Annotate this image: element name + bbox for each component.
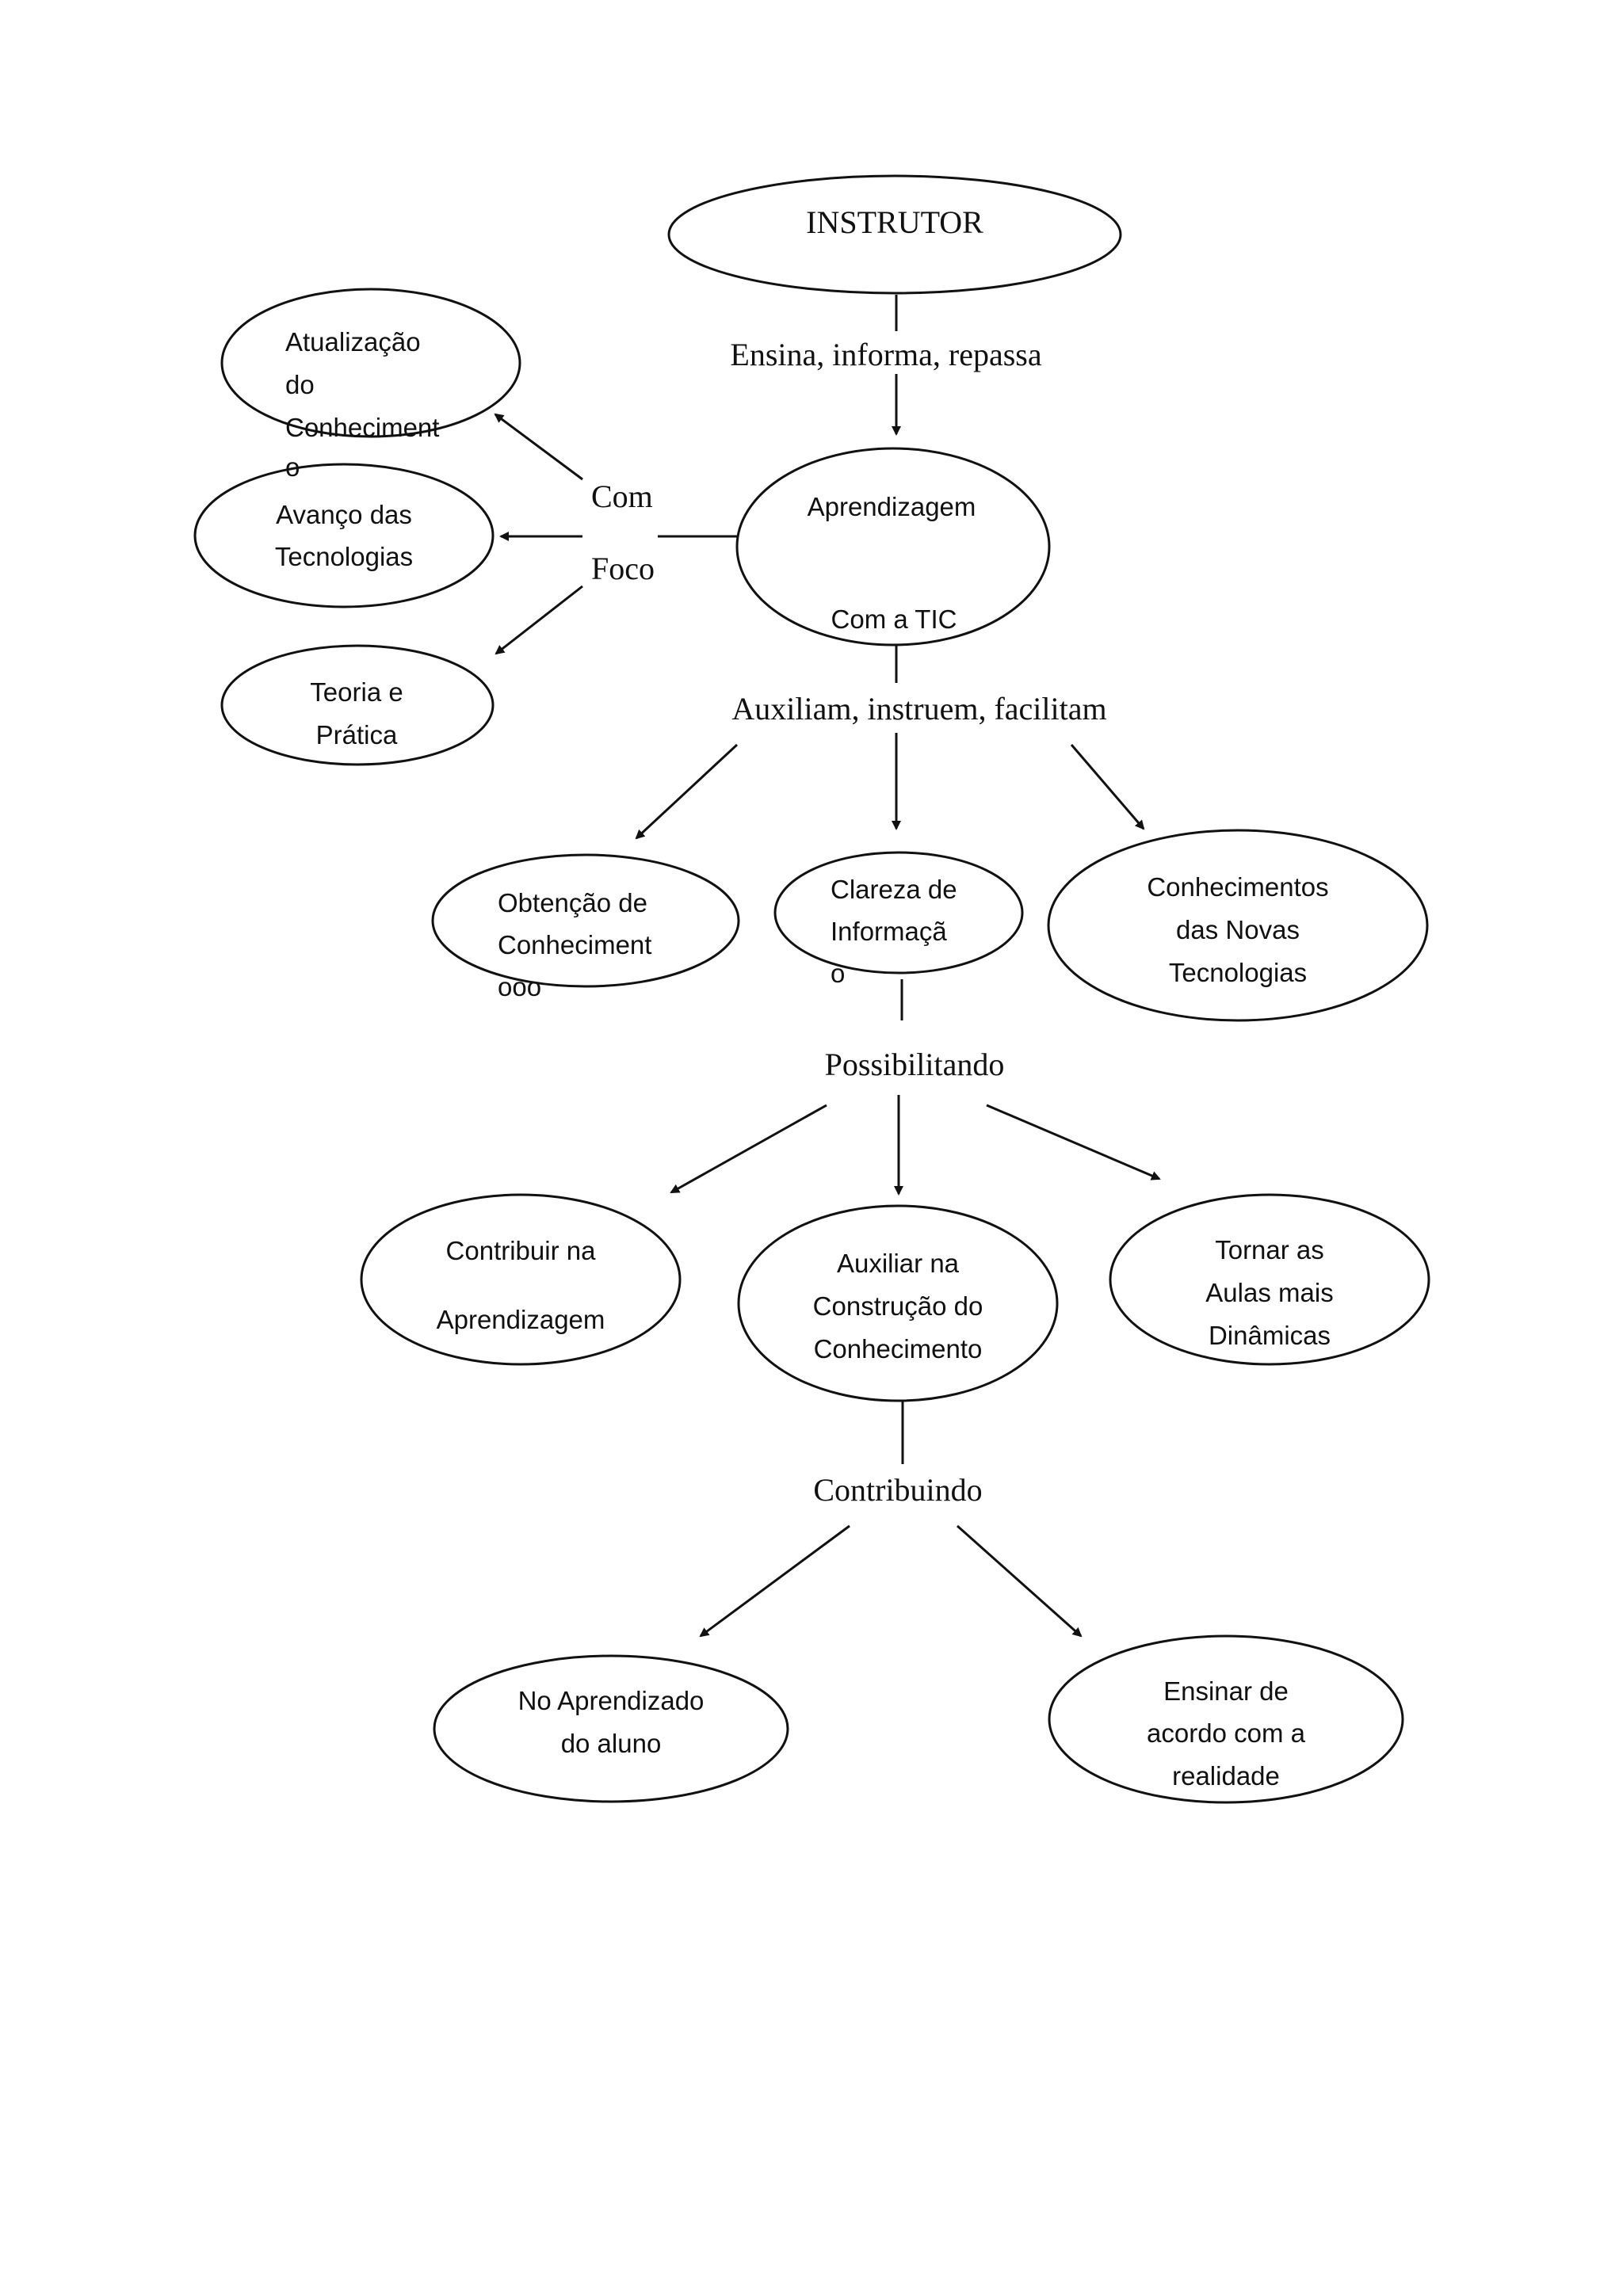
clareza-label-1: Clareza de (831, 875, 957, 904)
conhecimentos-novas-label-3: Tecnologias (1169, 958, 1307, 987)
tornar-label-1: Tornar as (1215, 1235, 1324, 1264)
link-ensina: Ensina, informa, repassa (730, 337, 1041, 372)
link-possibilitando: Possibilitando (825, 1047, 1005, 1082)
aprendizagem-label-2: Com a TIC (831, 605, 957, 634)
arrow-to-contribuir (670, 1104, 827, 1194)
connectors (494, 295, 1161, 1638)
ensinar-label-3: realidade (1172, 1761, 1280, 1791)
contribuir-label-2: Aprendizagem (437, 1305, 605, 1334)
node-teoria (220, 644, 495, 766)
clareza-label-3: o (831, 959, 845, 988)
tornar-label-2: Aulas mais (1205, 1278, 1333, 1307)
atualizacao-label-2: do (285, 370, 315, 399)
ensinar-label-2: acordo com a (1147, 1718, 1306, 1748)
obtencao-label-3: ooo (498, 972, 541, 1001)
tornar-label-3: Dinâmicas (1209, 1321, 1331, 1350)
link-labels: Ensina, informa, repassa Com Foco Auxili… (591, 337, 1107, 1508)
atualizacao-label-1: Atualização (285, 327, 421, 357)
arrow-to-atualizacao (494, 413, 583, 481)
conhecimentos-novas-label-1: Conhecimentos (1147, 872, 1328, 902)
instrutor-label: INSTRUTOR (806, 204, 983, 240)
contribuir-label-1: Contribuir na (446, 1236, 597, 1265)
link-contribuindo: Contribuindo (813, 1472, 982, 1508)
auxiliar-label-1: Auxiliar na (837, 1249, 960, 1278)
arrow-to-teoria (495, 585, 583, 655)
ensinar-label-1: Ensinar de (1163, 1676, 1289, 1706)
aprendizado-aluno-label-1: No Aprendizado (518, 1686, 705, 1715)
atualizacao-label-4: o (285, 452, 300, 482)
teoria-label-2: Prática (316, 720, 398, 749)
link-auxiliam: Auxiliam, instruem, facilitam (731, 691, 1106, 727)
auxiliar-label-2: Construção do (813, 1291, 983, 1321)
arrow-to-conhecimentos-novas (1070, 744, 1145, 830)
avanco-label-1: Avanço das (276, 500, 412, 529)
aprendizado-aluno-label-2: do aluno (561, 1729, 662, 1758)
node-aprendizado-aluno (433, 1654, 789, 1803)
teoria-label-1: Teoria e (310, 677, 403, 707)
aprendizagem-label-1: Aprendizagem (808, 492, 976, 521)
link-foco: Foco (591, 551, 655, 586)
node-contribuir (360, 1193, 682, 1366)
node-instrutor (667, 174, 1122, 295)
obtencao-label-2: Conheciment (498, 930, 651, 959)
atualizacao-label-3: Conheciment (285, 413, 439, 442)
conhecimentos-novas-label-2: das Novas (1176, 915, 1300, 944)
arrow-to-obtencao (635, 743, 739, 840)
link-com: Com (591, 479, 653, 514)
clareza-label-2: Informaçã (831, 917, 947, 946)
arrow-to-aprendizado-aluno (699, 1524, 850, 1638)
node-obtencao (431, 853, 740, 988)
node-auxiliar (737, 1204, 1059, 1402)
node-tornar (1109, 1193, 1430, 1366)
node-aprendizagem (735, 447, 1051, 646)
node-conhecimentos-novas (1047, 829, 1429, 1022)
node-clareza (773, 851, 1024, 974)
nodes (193, 174, 1430, 1804)
node-ensinar (1048, 1634, 1404, 1804)
arrow-to-tornar (986, 1104, 1161, 1180)
node-avanco (193, 463, 495, 608)
obtencao-label-1: Obtenção de (498, 888, 647, 917)
auxiliar-label-3: Conhecimento (814, 1334, 983, 1363)
arrow-to-ensinar (957, 1524, 1083, 1638)
node-labels: INSTRUTOR Aprendizagem Com a TIC Atualiz… (275, 204, 1334, 1791)
avanco-label-2: Tecnologias (275, 542, 413, 571)
node-atualizacao (220, 288, 521, 438)
